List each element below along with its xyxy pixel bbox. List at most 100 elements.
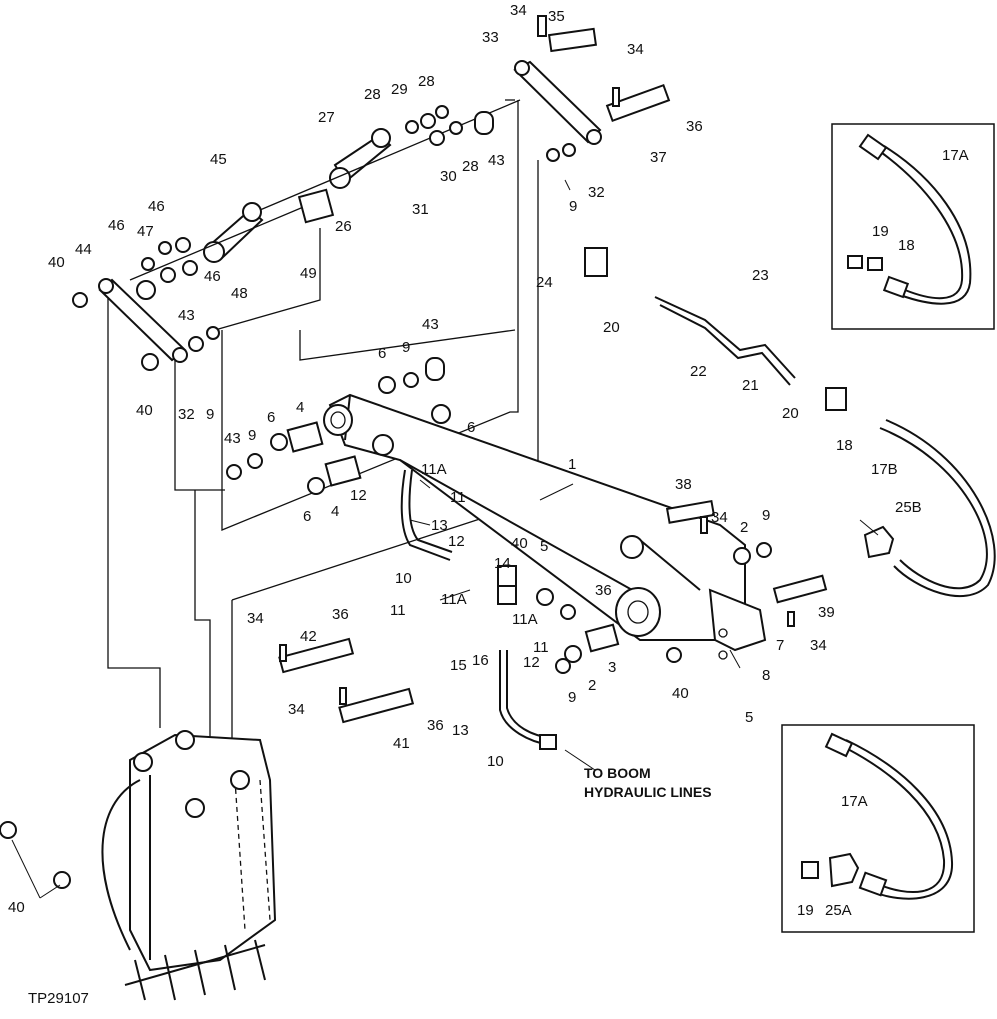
label-9: 9 (568, 689, 576, 706)
label-6: 6 (378, 345, 386, 362)
label-20: 20 (603, 319, 620, 336)
label-20: 20 (782, 405, 799, 422)
label-7: 7 (776, 637, 784, 654)
label-8: 8 (762, 667, 770, 684)
dipper-stick-arm (323, 393, 767, 660)
label-36: 36 (427, 717, 444, 734)
label-2: 2 (740, 519, 748, 536)
label-15: 15 (450, 657, 467, 674)
label-33: 33 (482, 29, 499, 46)
label-43: 43 (224, 430, 241, 447)
label-11: 11 (450, 489, 466, 506)
label-9: 9 (248, 427, 256, 444)
label-16: 16 (472, 652, 489, 669)
label-9: 9 (569, 198, 577, 215)
label-46: 46 (204, 268, 221, 285)
label-11A: 11A (441, 591, 467, 608)
label-17B: 17B (871, 461, 898, 478)
label-23: 23 (752, 267, 769, 284)
label-22: 22 (690, 363, 707, 380)
label-27: 27 (318, 109, 335, 126)
label-34: 34 (510, 2, 527, 19)
label-36: 36 (686, 118, 703, 135)
label-17A: 17A (841, 793, 868, 810)
label-40: 40 (511, 535, 528, 552)
label-39: 39 (818, 604, 835, 621)
label-38: 38 (675, 476, 692, 493)
label-40: 40 (672, 685, 689, 702)
label-32: 32 (588, 184, 605, 201)
label-47: 47 (137, 223, 154, 240)
label-9: 9 (206, 406, 214, 423)
label-35: 35 (548, 8, 565, 25)
label-11: 11 (390, 602, 406, 619)
label-4: 4 (296, 399, 304, 416)
label-12: 12 (350, 487, 367, 504)
label-40: 40 (136, 402, 153, 419)
label-9: 9 (402, 339, 410, 356)
label-25B: 25B (895, 499, 922, 516)
label-43: 43 (488, 152, 505, 169)
label-43: 43 (178, 307, 195, 324)
label-11: 11 (533, 639, 549, 656)
label-18: 18 (898, 237, 915, 254)
label-44: 44 (75, 241, 92, 258)
label-12: 12 (448, 533, 465, 550)
label-19: 19 (797, 902, 814, 919)
label-40: 40 (48, 254, 65, 271)
label-10: 10 (487, 753, 504, 770)
label-36: 36 (332, 606, 349, 623)
label-9: 9 (762, 507, 770, 524)
label-21: 21 (742, 377, 759, 394)
label-28: 28 (364, 86, 381, 103)
label-14: 14 (494, 555, 511, 572)
label-49: 49 (300, 265, 317, 282)
label-11A: 11A (512, 611, 538, 628)
bucket (101, 730, 277, 1001)
label-46: 46 (148, 198, 165, 215)
label-42: 42 (300, 628, 317, 645)
callout-line-2: HYDRAULIC LINES (584, 784, 712, 800)
label-32: 32 (178, 406, 195, 423)
label-41: 41 (393, 735, 410, 752)
part-labels: 1 2 2 3 4 4 5 5 6 6 6 6 7 8 9 9 9 9 9 9 … (8, 2, 969, 919)
label-48: 48 (231, 285, 248, 302)
label-34: 34 (711, 509, 728, 526)
label-28: 28 (462, 158, 479, 175)
label-25A: 25A (825, 902, 852, 919)
label-29: 29 (391, 81, 408, 98)
label-19: 19 (872, 223, 889, 240)
label-13: 13 (431, 517, 448, 534)
label-18: 18 (836, 437, 853, 454)
label-37: 37 (650, 149, 667, 166)
label-36: 36 (595, 582, 612, 599)
callout: TO BOOM HYDRAULIC LINES (584, 765, 712, 800)
inset-top-right (831, 123, 995, 330)
label-10: 10 (395, 570, 412, 587)
upper-links (98, 60, 602, 363)
label-4: 4 (331, 503, 339, 520)
label-30: 30 (440, 168, 457, 185)
label-5: 5 (745, 709, 753, 726)
label-6: 6 (467, 419, 475, 436)
leader-lines (11, 179, 879, 899)
callout-line-1: TO BOOM (584, 765, 651, 781)
label-45: 45 (210, 151, 227, 168)
label-11A: 11A (421, 461, 447, 478)
label-13: 13 (452, 722, 469, 739)
label-34: 34 (288, 701, 305, 718)
label-28: 28 (418, 73, 435, 90)
label-34: 34 (810, 637, 827, 654)
label-3: 3 (608, 659, 616, 676)
label-40: 40 (8, 899, 25, 916)
inset-bottom-right (781, 724, 975, 933)
label-34: 34 (247, 610, 264, 627)
label-34: 34 (627, 41, 644, 58)
hydraulic-lines (400, 247, 996, 750)
label-6: 6 (303, 508, 311, 525)
label-5: 5 (540, 538, 548, 555)
figure-id: TP29107 (28, 990, 89, 1007)
label-17A: 17A (942, 147, 969, 164)
label-2: 2 (588, 677, 596, 694)
label-26: 26 (335, 218, 352, 235)
